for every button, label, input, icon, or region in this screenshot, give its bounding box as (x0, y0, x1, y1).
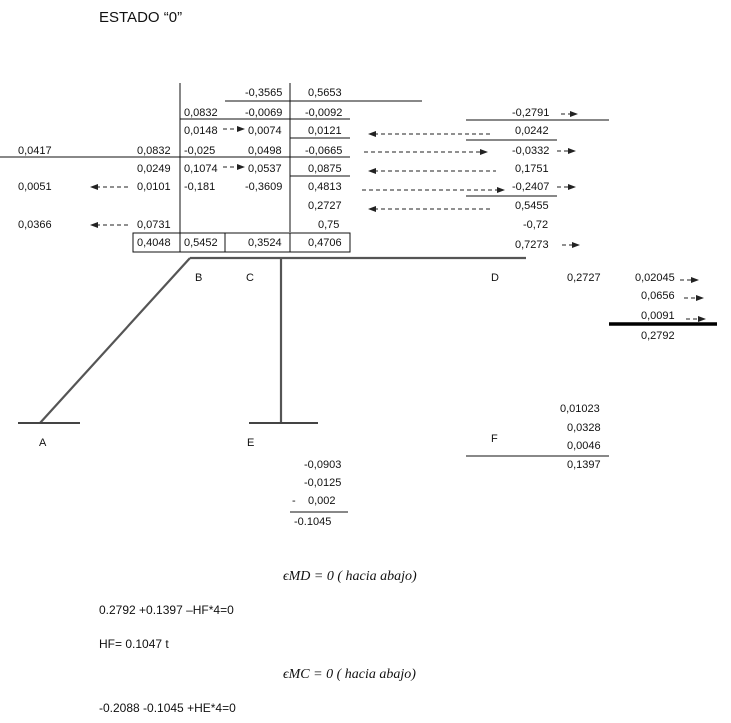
e-total: 0,4706 (308, 237, 342, 249)
c-value-1: -0,3565 (245, 87, 283, 99)
e-value-8: 0,75 (318, 219, 340, 231)
e-value-7: 0,2727 (308, 200, 342, 212)
e-value-1: 0,5653 (308, 87, 342, 99)
a-value-4: 0,0731 (137, 219, 171, 231)
e-value-2: -0,0092 (305, 107, 343, 119)
e-low-value-1: -0,0903 (304, 459, 342, 471)
d-total: 0,7273 (515, 239, 549, 251)
equation-md: ϵMD = 0 ( hacia abajo) (283, 569, 417, 584)
b-value-4: 0,1074 (184, 163, 218, 175)
e-low-value-3: 0,002 (308, 495, 336, 507)
d-value-4: 0,1751 (515, 163, 549, 175)
d-moment: 0,2727 (567, 272, 601, 284)
left-value-3: 0,0366 (18, 219, 52, 231)
a-total: 0,4048 (137, 237, 171, 249)
node-label-b: B (195, 272, 203, 284)
b-value-5: -0,181 (184, 181, 216, 193)
c-value-6: -0,3609 (245, 181, 283, 193)
a-value-3: 0,0101 (137, 181, 171, 193)
c-value-3: 0,0074 (248, 125, 282, 137)
equation-line-1: 0.2792 +0.1397 –HF*4=0 (99, 603, 234, 617)
f-value-3: 0,0046 (567, 440, 601, 452)
node-label-e: E (247, 437, 255, 449)
node-label-a: A (39, 437, 47, 449)
e-low-total: -0.1045 (294, 516, 332, 528)
b-value-2: 0,0148 (184, 125, 218, 137)
d-right-value-3: 0,0091 (641, 310, 675, 322)
b-value-3: -0,025 (184, 145, 216, 157)
e-value-6: 0,4813 (308, 181, 342, 193)
e-low-minus: - (292, 495, 296, 507)
e-value-5: 0,0875 (308, 163, 342, 175)
f-total: 0,1397 (567, 459, 601, 471)
c-value-2: -0,0069 (245, 107, 283, 119)
equation-line-2: -0.2088 -0.1045 +HE*4=0 (99, 701, 236, 715)
left-value-2: 0,0051 (18, 181, 52, 193)
d-right-total: 0,2792 (641, 330, 675, 342)
d-value-6: 0,5455 (515, 200, 549, 212)
e-value-3: 0,0121 (308, 125, 342, 137)
b-value-1: 0,0832 (184, 107, 218, 119)
f-value-2: 0,0328 (567, 422, 601, 434)
b-total: 0,5452 (184, 237, 218, 249)
node-label-d: D (491, 272, 499, 284)
f-value-1: 0,01023 (560, 403, 600, 415)
e-low-value-2: -0,0125 (304, 477, 342, 489)
e-value-4: -0,0665 (305, 145, 343, 157)
d-value-2: 0,0242 (515, 125, 549, 137)
left-value-1: 0,0417 (18, 145, 52, 157)
d-right-value-2: 0,0656 (641, 290, 675, 302)
a-value-2: 0,0249 (137, 163, 171, 175)
node-label-c: C (246, 272, 254, 284)
d-value-3: -0,0332 (512, 145, 550, 157)
d-value-5: -0,2407 (512, 181, 550, 193)
a-value-1: 0,0832 (137, 145, 171, 157)
c-total: 0,3524 (248, 237, 282, 249)
d-value-1: -0,2791 (512, 107, 550, 119)
c-value-5: 0,0537 (248, 163, 282, 175)
page-title: ESTADO “0” (99, 9, 183, 26)
d-value-7: -0,72 (523, 219, 549, 231)
equation-mc: ϵMC = 0 ( hacia abajo) (283, 667, 416, 682)
node-label-f: F (491, 433, 498, 445)
c-value-4: 0,0498 (248, 145, 282, 157)
hf-result: HF= 0.1047 t (99, 637, 169, 651)
d-right-value-1: 0,02045 (635, 272, 675, 284)
